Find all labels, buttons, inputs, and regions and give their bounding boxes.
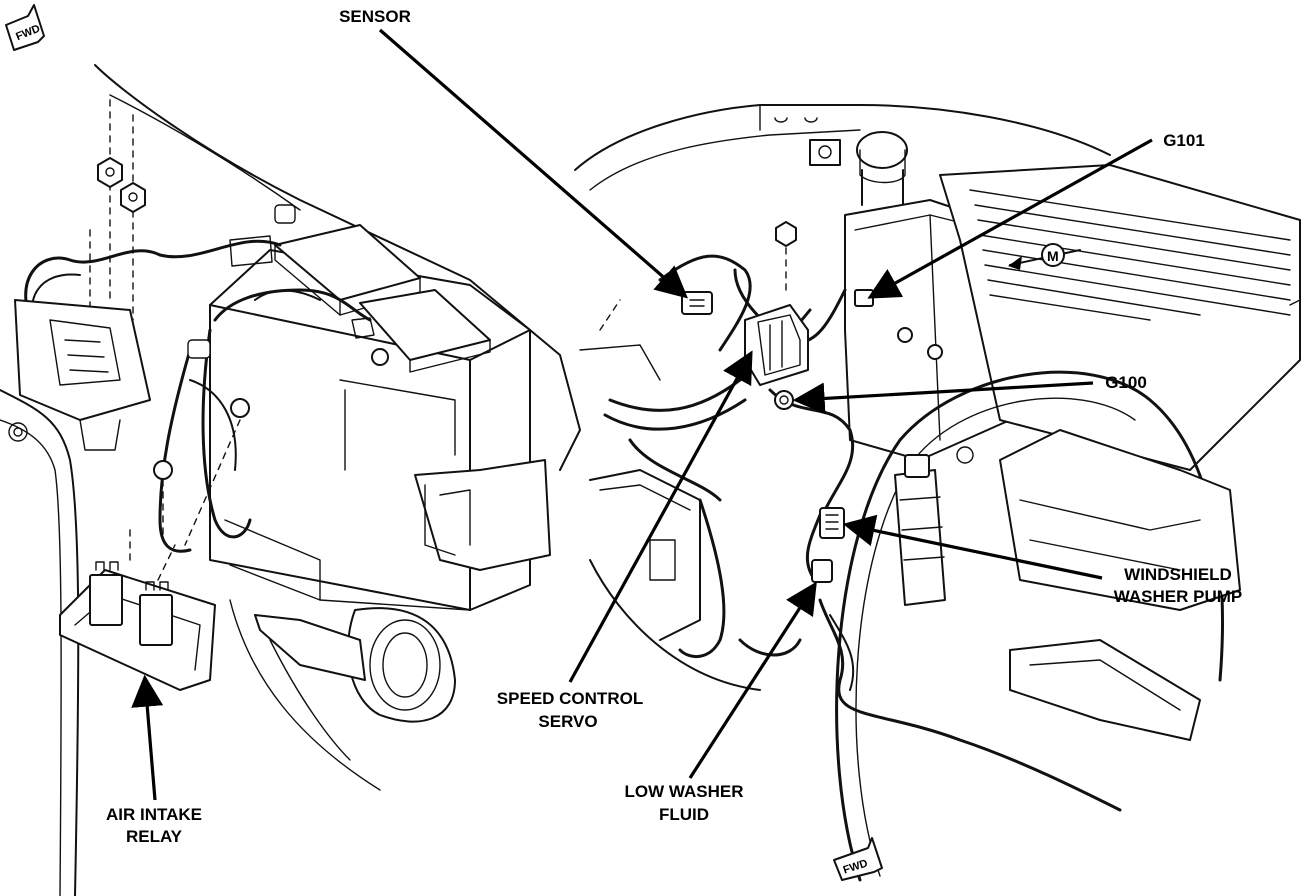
air-intake-relay-label-line1: AIR INTAKE	[106, 805, 202, 824]
left-engine-compartment-drawing	[0, 64, 581, 896]
fwd-arrow-icon: FWD	[5, 4, 45, 51]
g101-label: G101	[1163, 131, 1205, 150]
air-intake-relay-label-line2: RELAY	[126, 827, 183, 846]
m-direction-icon: M	[1008, 243, 1081, 270]
windshield-washer-pump-label-line2: WASHER PUMP	[1114, 587, 1242, 606]
speed-control-servo-label-line2: SERVO	[538, 712, 597, 731]
callout-labels: SENSOR G101 G100 WINDSHIELD WASHER PUMP …	[106, 7, 1242, 846]
g100-leader-line	[792, 381, 1094, 415]
speed-control-servo-label-line1: SPEED CONTROL	[497, 689, 643, 708]
leader-arrow-icon	[131, 28, 1153, 801]
right-engine-compartment-drawing: M	[574, 104, 1301, 882]
speed-control-servo-leader-line	[568, 350, 753, 683]
low-washer-fluid-label-line2: FLUID	[659, 805, 709, 824]
washer-pump-leader-line	[842, 514, 1103, 580]
sensor-leader-line	[378, 28, 689, 299]
m-marker-text: M	[1047, 248, 1059, 264]
low-washer-fluid-label-line1: LOW WASHER	[625, 782, 744, 801]
g100-label: G100	[1105, 373, 1147, 392]
fwd-arrow-icon-bottom: FWD	[833, 837, 883, 881]
sensor-label: SENSOR	[339, 7, 411, 26]
air-intake-relay-leader-line	[131, 674, 164, 801]
low-washer-fluid-leader-line	[688, 581, 817, 779]
g101-leader-line	[867, 138, 1153, 299]
windshield-washer-pump-label-line1: WINDSHIELD	[1124, 565, 1232, 584]
